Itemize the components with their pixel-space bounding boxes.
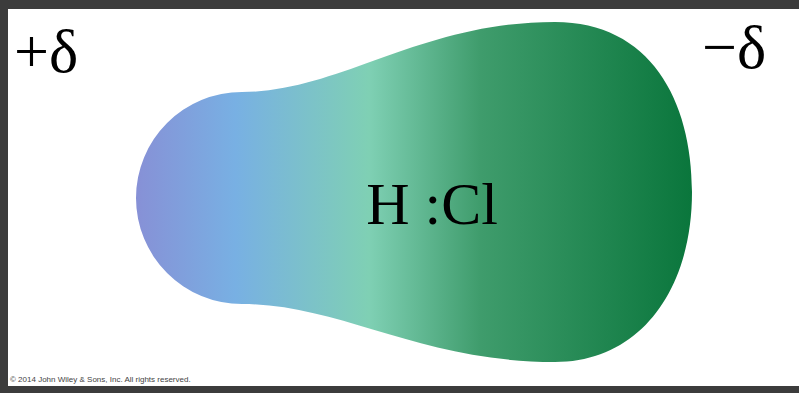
- molecule-blob: H :Cl: [135, 22, 692, 362]
- blob-outline: [136, 22, 692, 362]
- formula-text: H :Cl: [366, 174, 498, 234]
- partial-charge: +δ: [14, 20, 78, 82]
- copyright-note: © 2014 John Wiley & Sons, Inc. All right…: [10, 376, 191, 384]
- partial-charge: −δ: [702, 16, 766, 78]
